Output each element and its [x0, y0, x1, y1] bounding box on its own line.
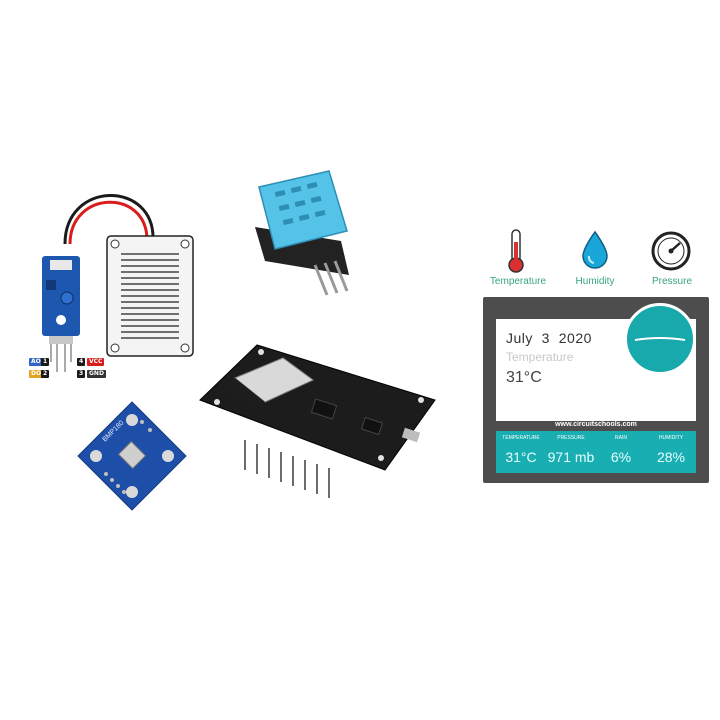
pin-number-2: 2 — [41, 370, 50, 378]
pin-number-4: 4 — [77, 358, 86, 366]
site-url: www.circuitschools.com — [555, 421, 637, 428]
nodemcu-illustration — [199, 344, 436, 498]
stat-value-rain: 6% — [610, 449, 632, 465]
weather-status-circle — [624, 303, 696, 375]
weather-display-card: July 3 2020 Temperature 31°C www.circuit… — [483, 297, 709, 483]
date-text: July 3 2020 — [506, 330, 592, 346]
pin-label-do: DO — [29, 370, 44, 378]
stat-title-temperature: TEMPERATURE — [502, 435, 540, 441]
humidity-icon-label: Humidity — [575, 276, 615, 287]
gauge-icon — [650, 230, 692, 272]
stat-title-humidity: HUMIDITY — [658, 435, 684, 441]
pin-label-vcc: VCC — [87, 358, 105, 366]
horizon-line-icon — [634, 337, 686, 341]
stat-value-pressure: 971 mb — [547, 449, 595, 465]
pressure-icon-label: Pressure — [651, 276, 692, 287]
water-drop-icon — [580, 230, 610, 270]
dht11-sensor — [245, 165, 365, 300]
bmp180-illustration — [77, 401, 187, 511]
temperature-label: Temperature — [506, 350, 574, 364]
pin-number-3: 3 — [77, 370, 86, 378]
pin-number-1: 1 — [41, 358, 50, 366]
rain-sensor-illustration — [42, 194, 194, 372]
temperature-icon-label: Temperature — [489, 276, 547, 287]
dht11-illustration — [255, 170, 349, 296]
stat-value-humidity: 28% — [656, 449, 686, 465]
temperature-value: 31°C — [506, 369, 542, 386]
nodemcu-board — [195, 340, 440, 500]
pin-label-gnd: GND — [87, 370, 106, 378]
rain-sensor-module: AO 1 DO 2 4 VCC 3 GND — [25, 180, 205, 380]
stat-value-temperature: 31°C — [505, 449, 537, 465]
weather-stats-bar: TEMPERATURE 31°C PRESSURE 971 mb RAIN 6%… — [496, 431, 696, 473]
thermometer-icon — [505, 228, 527, 274]
pin-label-ao: AO — [29, 358, 43, 366]
stat-title-rain: RAIN — [615, 435, 627, 441]
stat-title-pressure: PRESSURE — [557, 435, 585, 441]
bmp180-board: BMP180 — [70, 398, 190, 513]
